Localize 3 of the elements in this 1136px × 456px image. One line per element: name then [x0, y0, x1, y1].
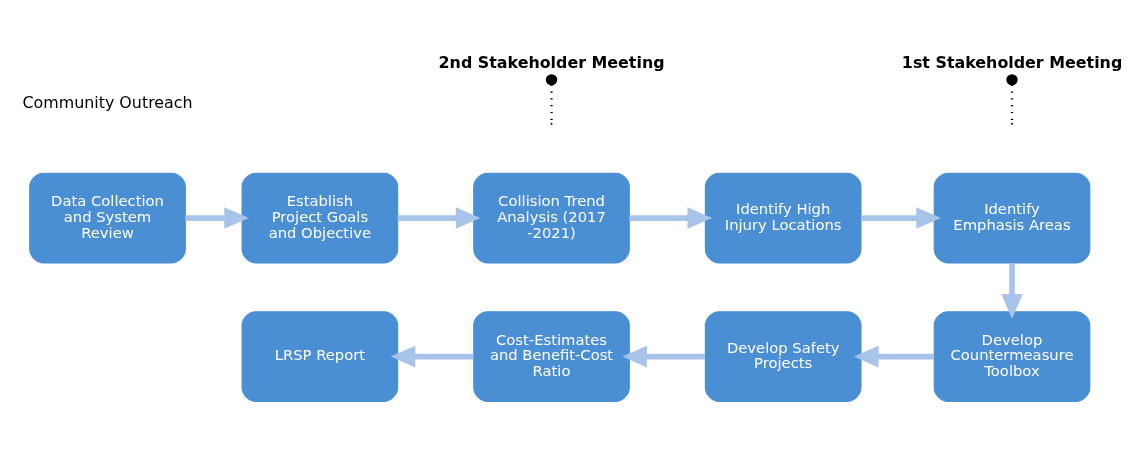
node-text: 2nd Stakeholder Meeting [438, 52, 665, 72]
node-text: 1st Stakeholder Meeting [901, 52, 1123, 72]
label: Community Outreach [22, 92, 193, 112]
